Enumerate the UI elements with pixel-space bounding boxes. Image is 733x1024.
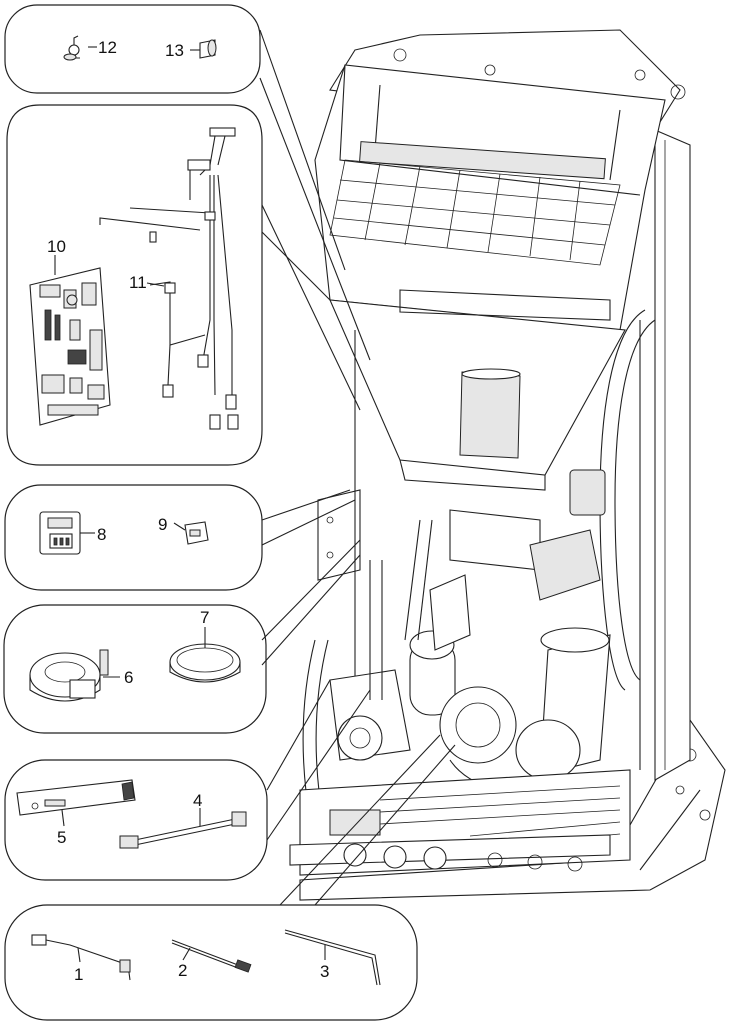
callout-10: 10 (47, 237, 66, 256)
callout-2: 2 (178, 961, 187, 980)
part-4-cable (119, 811, 247, 849)
callout-6: 6 (124, 668, 133, 687)
callout-9: 9 (158, 515, 167, 534)
panel-1-2-3 (4, 904, 418, 1021)
callout-1: 1 (74, 965, 83, 984)
callout-3: 3 (320, 962, 329, 981)
panel-4-5 (4, 759, 268, 881)
panel-12-13 (4, 4, 261, 94)
heat-exchanger-mesh (329, 159, 621, 266)
part-10-pcb (29, 267, 111, 426)
callout-13: 13 (165, 41, 184, 60)
panel-10-11 (6, 104, 263, 466)
panel-8-9 (4, 484, 263, 591)
callout-11: 11 (129, 273, 147, 292)
part-5-display (16, 779, 136, 816)
part-6-pressure-switch (29, 649, 109, 702)
panel-6-7 (3, 604, 267, 734)
part-12-thermostat (63, 35, 80, 61)
callout-4: 4 (193, 791, 202, 810)
boiler-assembly (289, 29, 726, 901)
callout-labels: 12 13 10 11 8 9 7 6 4 5 1 2 3 (47, 38, 329, 984)
part-1-sensor-lead (31, 934, 131, 981)
callout-12: 12 (98, 38, 117, 57)
part-13-sensor (199, 39, 217, 59)
callout-5: 5 (57, 828, 66, 847)
part-3-probe (284, 929, 381, 986)
leader-lines (54, 29, 456, 963)
part-2-electrode (171, 939, 252, 973)
part-8-power-inlet (39, 511, 81, 555)
part-9-switch (184, 521, 209, 545)
callout-7: 7 (200, 608, 209, 627)
part-11-harness (99, 127, 239, 430)
callout-8: 8 (97, 525, 106, 544)
